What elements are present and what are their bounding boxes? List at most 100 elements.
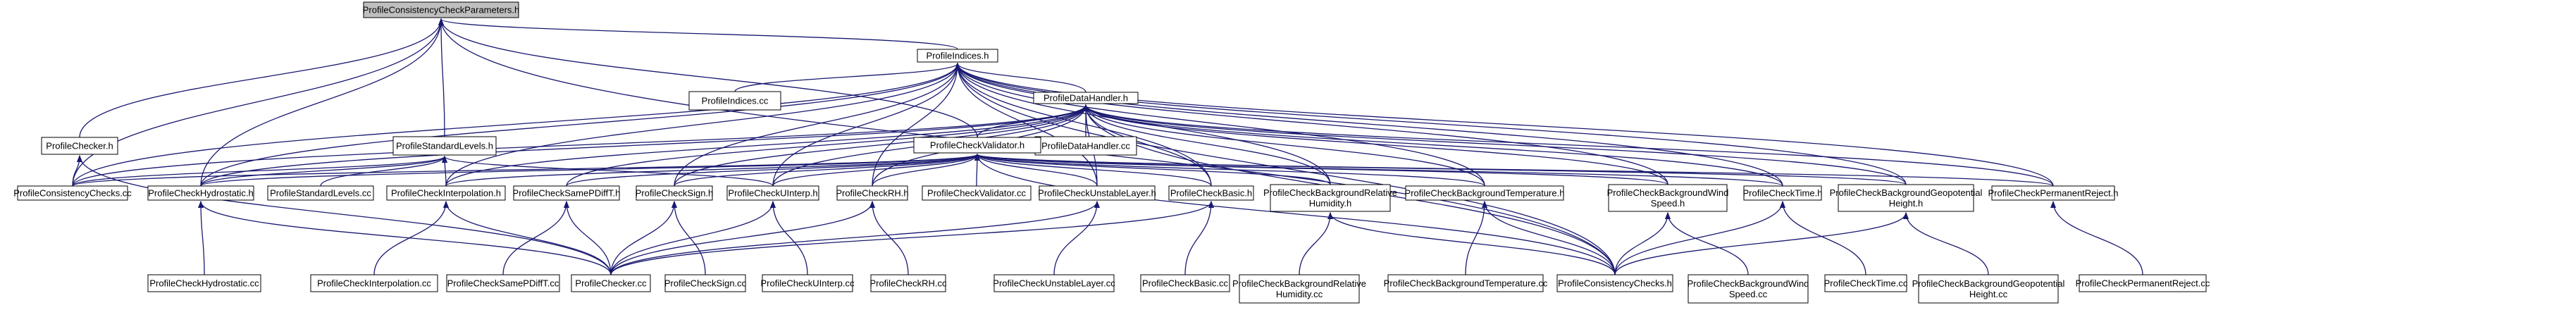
- include-edge-pcch-to-pbt: [1482, 201, 1616, 275]
- node-box: [571, 274, 651, 292]
- node-punst[interactable]: ProfileCheckUnstableLayer.h: [1038, 185, 1156, 201]
- node-label: ProfileCheckRH.cc: [869, 278, 947, 289]
- include-edge-pbw-to-pidx: [955, 63, 1668, 185]
- node-box: [993, 274, 1115, 292]
- include-edge-psign-to-pidx: [674, 63, 960, 187]
- include-edge-pidxcc-to-pidx: [734, 63, 960, 92]
- node-pprcc[interactable]: ProfileCheckPermanentReject.cc: [2076, 274, 2210, 292]
- include-edge-pspdiffcc-to-pspdiff: [502, 201, 569, 275]
- node-pbtcc[interactable]: ProfileCheckBackgroundTemperature.cc: [1384, 274, 1548, 292]
- node-prhcc[interactable]: ProfileCheckRH.cc: [869, 274, 947, 292]
- node-phyd[interactable]: ProfileCheckHydrostatic.h: [147, 185, 254, 201]
- node-pbasic[interactable]: ProfileCheckBasic.h: [1168, 185, 1254, 201]
- include-edge-pbrh-to-pidx: [955, 63, 1331, 185]
- node-pbasiccc[interactable]: ProfileCheckBasic.cc: [1140, 274, 1230, 292]
- node-label-line: Height.h: [1889, 198, 1923, 209]
- node-phydcc[interactable]: ProfileCheckHydrostatic.cc: [147, 274, 261, 292]
- node-pspdiffcc[interactable]: ProfileCheckSamePDiffT.cc: [446, 274, 560, 292]
- include-edge-pcc-to-psl: [72, 156, 447, 187]
- node-box: [917, 49, 998, 63]
- node-box: [1140, 274, 1230, 292]
- node-pdh[interactable]: ProfileDataHandler.h: [1033, 92, 1139, 104]
- node-pbrhcc[interactable]: ProfileCheckBackgroundRelativeHumidity.c…: [1232, 274, 1366, 304]
- node-pcheckercc[interactable]: ProfileChecker.cc: [571, 274, 651, 292]
- include-edge-pcheckercc-to-pspdiff: [564, 201, 612, 275]
- include-edge-ptime-to-pdh: [1083, 104, 1783, 187]
- node-pidx[interactable]: ProfileIndices.h: [917, 49, 998, 63]
- include-edge-pbt-to-pdh: [1083, 104, 1485, 187]
- node-box: [1239, 274, 1360, 304]
- node-box: [1838, 184, 1974, 212]
- node-label: ProfileCheckHydrostatic.h: [148, 188, 254, 199]
- node-label: ProfileCheckInterpolation.h: [391, 188, 501, 199]
- node-label: ProfileCheckBasic.h: [1170, 188, 1252, 199]
- include-edge-ptimecc-to-ptime: [1780, 201, 1866, 275]
- node-box: [1039, 185, 1156, 201]
- node-box: [363, 1, 519, 18]
- node-label: ProfileStandardLevels.cc: [270, 188, 371, 199]
- node-box: [1387, 274, 1544, 292]
- node-label: ProfileCheckInterpolation.cc: [317, 278, 431, 289]
- node-label: ProfileCheckSign.cc: [664, 278, 747, 289]
- node-punstcc[interactable]: ProfileCheckUnstableLayer.cc: [993, 274, 1115, 292]
- include-edge-pbghcc-to-pbgh: [1903, 212, 1989, 275]
- node-label-line: ProfileCheckBackgroundGeopotential: [1830, 187, 1983, 198]
- node-box: [870, 274, 946, 292]
- include-edge-pbasic-to-pcv: [974, 154, 1212, 187]
- node-pcch[interactable]: ProfileConsistencyChecks.h: [1556, 274, 1673, 292]
- include-edge-pcch-to-ptime: [1614, 201, 1785, 275]
- node-puintcc[interactable]: ProfileCheckUInterp.cc: [761, 274, 855, 292]
- include-edge-pintcc-to-pint: [373, 201, 449, 275]
- node-pbgh[interactable]: ProfileCheckBackgroundGeopotentialHeight…: [1830, 184, 1983, 212]
- node-box: [17, 185, 128, 201]
- node-pcvcc[interactable]: ProfileCheckValidator.cc: [922, 185, 1032, 201]
- node-puint[interactable]: ProfileCheckUInterp.h: [726, 185, 819, 201]
- include-edge-pcv-to-pccp: [438, 18, 978, 138]
- include-edge-puint-to-pidx: [772, 63, 960, 187]
- include-edge-pcheckercc-to-puint: [610, 201, 776, 275]
- include-edge-pbw-to-pdh: [1083, 104, 1668, 185]
- node-ptimecc[interactable]: ProfileCheckTime.cc: [1824, 274, 1908, 292]
- node-label-line: Humidity.h: [1309, 198, 1351, 209]
- node-box: [147, 274, 261, 292]
- node-box: [922, 185, 1032, 201]
- node-psign[interactable]: ProfileCheckSign.h: [636, 185, 714, 201]
- node-label: ProfileCheckTime.h: [1743, 188, 1823, 199]
- node-ppr[interactable]: ProfileCheckPermanentReject.h: [1988, 185, 2119, 201]
- node-box: [913, 137, 1041, 154]
- include-edge-pcch-to-pbrh: [1327, 212, 1616, 275]
- include-edge-pcch-to-pbgh: [1614, 212, 1909, 275]
- node-psl[interactable]: ProfileStandardLevels.h: [392, 136, 497, 156]
- node-ptime[interactable]: ProfileCheckTime.h: [1743, 185, 1823, 201]
- node-label: ProfileCheckUnstableLayer.cc: [993, 278, 1115, 289]
- node-label: ProfileCheckUInterp.cc: [761, 278, 855, 289]
- node-pcv[interactable]: ProfileCheckValidator.h: [913, 137, 1041, 154]
- node-pslcc[interactable]: ProfileStandardLevels.cc: [267, 185, 374, 201]
- include-edge-pcheckercc-to-pbasic: [610, 201, 1214, 275]
- node-psigncc[interactable]: ProfileCheckSign.cc: [664, 274, 747, 292]
- node-label: ProfileCheckValidator.cc: [927, 188, 1026, 199]
- node-label: ProfileCheckUInterp.h: [728, 188, 817, 199]
- node-pint[interactable]: ProfileCheckInterpolation.h: [386, 185, 506, 201]
- node-label-line: ProfileCheckBackgroundWind: [1688, 278, 1809, 289]
- include-edge-pspdiff-to-pcv: [566, 154, 980, 187]
- node-pcc[interactable]: ProfileConsistencyChecks.cc: [13, 185, 132, 201]
- node-box: [1991, 185, 2115, 201]
- node-pspdiff[interactable]: ProfileCheckSamePDiffT.h: [513, 185, 621, 201]
- node-pbghcc[interactable]: ProfileCheckBackgroundGeopotentialHeight…: [1912, 274, 2065, 304]
- include-edge-pbrhcc-to-pbrh: [1299, 212, 1333, 275]
- node-pccp[interactable]: ProfileConsistencyCheckParameters.h: [363, 1, 520, 18]
- include-edge-puint-to-pcv: [772, 154, 980, 187]
- node-pdhcc[interactable]: ProfileDataHandler.cc: [1034, 136, 1137, 156]
- node-pidxcc[interactable]: ProfileIndices.cc: [688, 91, 781, 111]
- include-edge-pdh-to-pidx: [955, 63, 1086, 93]
- node-prh[interactable]: ProfileCheckRH.h: [836, 185, 909, 201]
- include-edge-ptime-to-pidx: [955, 63, 1783, 187]
- node-pbt[interactable]: ProfileCheckBackgroundTemperature.h: [1405, 185, 1565, 201]
- node-label: ProfileCheckValidator.h: [930, 140, 1024, 151]
- node-pintcc[interactable]: ProfileCheckInterpolation.cc: [310, 274, 438, 292]
- node-pchecker[interactable]: ProfileChecker.h: [41, 137, 118, 155]
